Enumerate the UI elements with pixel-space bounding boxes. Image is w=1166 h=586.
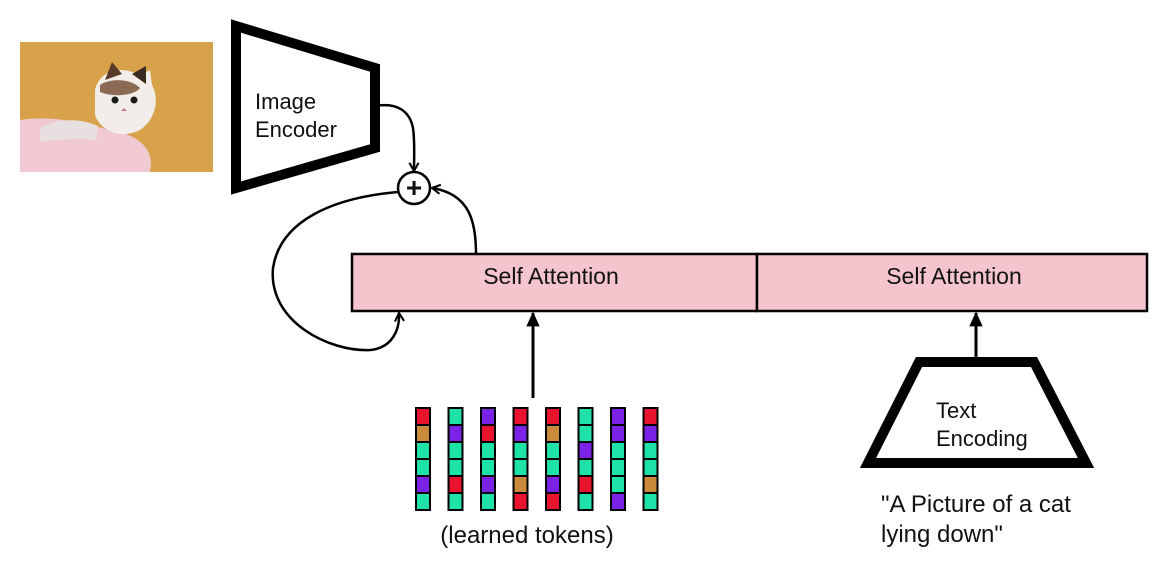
add-symbol: + <box>406 172 422 203</box>
token-cell <box>577 424 594 443</box>
token-cell <box>610 424 626 443</box>
self-attention-block-1 <box>350 252 759 313</box>
token-cell <box>512 424 529 443</box>
encoder-to-add-arrow <box>374 103 414 171</box>
self-attention-label-1: Self Attention <box>483 263 619 289</box>
token-cell <box>545 458 561 477</box>
token-cell <box>642 424 659 443</box>
token-cell <box>642 407 659 426</box>
text-encoder-label-line2: Encoding <box>936 426 1028 451</box>
token-cell <box>512 441 529 460</box>
token-cell <box>447 441 464 460</box>
token-cell <box>642 441 659 460</box>
token-cell <box>415 424 431 443</box>
token-cell <box>447 492 464 511</box>
token-cell <box>512 475 529 494</box>
token-cell <box>610 492 626 511</box>
self-attention-block-2 <box>755 252 1149 313</box>
text-encoder-label-line1: Text <box>936 398 976 423</box>
token-cell <box>512 458 529 477</box>
token-cell <box>577 458 594 477</box>
token-cell <box>610 475 626 494</box>
token-cell <box>415 441 431 460</box>
token-cell <box>545 492 561 511</box>
token-cell <box>480 492 496 511</box>
token-cell <box>545 407 561 426</box>
token-cell <box>415 492 431 511</box>
token-cell <box>480 475 496 494</box>
token-cell <box>577 492 594 511</box>
token-cell <box>642 475 659 494</box>
prompt-text-line1: "A Picture of a cat <box>881 491 1071 518</box>
token-cell <box>545 424 561 443</box>
token-cell <box>415 475 431 494</box>
token-cell <box>545 475 561 494</box>
token-cell <box>610 441 626 460</box>
token-cell <box>447 407 464 426</box>
token-cell <box>447 424 464 443</box>
learned-tokens-caption: (learned tokens) <box>440 522 613 549</box>
token-cell <box>577 475 594 494</box>
token-cell <box>480 407 496 426</box>
token-cell <box>480 441 496 460</box>
image-encoder-label-line2: Encoder <box>255 117 337 142</box>
token-cell <box>447 458 464 477</box>
token-cell <box>577 441 594 460</box>
token-cell <box>480 424 496 443</box>
learned-tokens-grid <box>415 407 659 511</box>
image-encoder-label-line1: Image <box>255 89 316 114</box>
token-cell <box>512 407 529 426</box>
token-cell <box>545 441 561 460</box>
attention-to-add-arrow <box>432 188 478 255</box>
token-cell <box>415 458 431 477</box>
self-attention-label-2: Self Attention <box>886 263 1022 289</box>
token-cell <box>480 458 496 477</box>
token-cell <box>642 492 659 511</box>
token-cell <box>610 407 626 426</box>
cat-photo <box>20 42 213 172</box>
token-cell <box>415 407 431 426</box>
token-cell <box>610 458 626 477</box>
text-encoder-shape <box>859 357 1095 468</box>
image-encoder-shape <box>231 19 380 195</box>
token-cell <box>642 458 659 477</box>
token-cell <box>512 492 529 511</box>
token-cell <box>447 475 464 494</box>
token-cell <box>577 407 594 426</box>
prompt-text-line2: lying down" <box>881 521 1003 548</box>
residual-loop-arrow <box>271 190 399 352</box>
